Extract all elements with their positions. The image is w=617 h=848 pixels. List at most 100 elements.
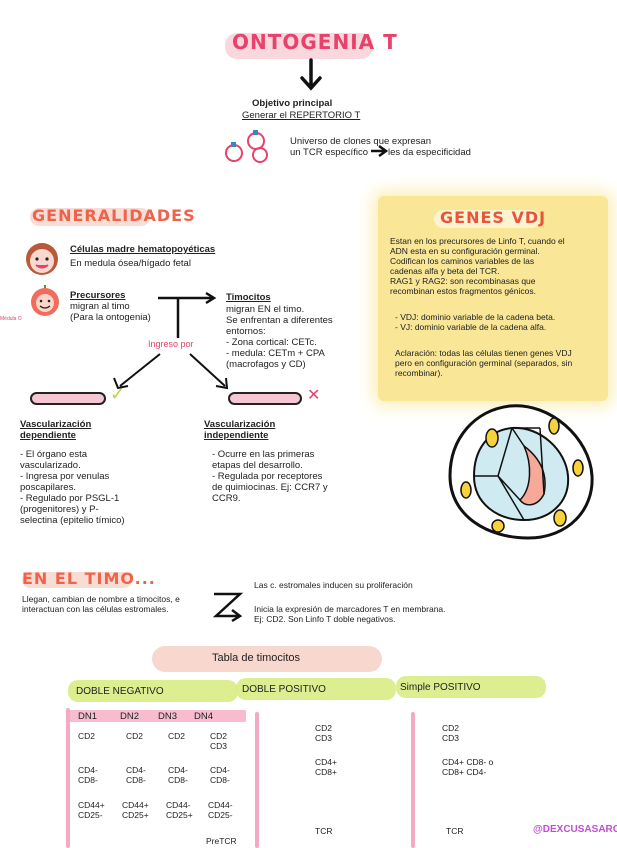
- dn-cell: CD44+: [122, 800, 149, 810]
- dp-cell: CD8+: [315, 767, 337, 777]
- dn-left-bar: [66, 708, 70, 848]
- branch-arrows: [113, 353, 229, 390]
- col-dn: DOBLE NEGATIVO: [76, 686, 164, 697]
- universe-line-2: un TCR específico: [290, 147, 368, 158]
- dn-header: DN4: [194, 711, 214, 722]
- table-title-highlight: [152, 646, 382, 672]
- genes-bullet: - VDJ: dominio variable de la cadena bet…: [395, 312, 556, 322]
- universe-line-1: Universo de clones que expresan: [290, 136, 432, 147]
- dn-cell: CD4-: [78, 765, 98, 775]
- sp-left-bar: [411, 712, 415, 848]
- dn-cell: CD4-: [126, 765, 146, 775]
- genes-note: Aclaración: todas las células tienen gen…: [395, 348, 572, 358]
- page-title: ONTOGENIA T: [232, 30, 398, 54]
- timo-right-3: Ej: CD2. Son Linfo T doble negativos.: [254, 614, 396, 624]
- dn-cell: CD8-: [168, 775, 188, 785]
- dn-cell: CD2: [168, 731, 186, 741]
- thymus-lobule-illustration: [448, 404, 594, 540]
- col-sp: Simple POSITIVO: [400, 682, 481, 693]
- stem-cell-face-icon: [26, 243, 58, 275]
- en-el-timo-title: EN EL TIMO...: [22, 569, 156, 588]
- dp-cell: CD3: [315, 733, 333, 743]
- timocitos-line: (macrofagos y CD): [226, 359, 306, 370]
- timocitos-line: - Zona cortical: CETc.: [226, 337, 317, 348]
- dn-cell: CD25+: [166, 810, 193, 820]
- vessel-dependent-pill: [30, 392, 106, 405]
- sp-cell: CD8+ CD4-: [442, 767, 487, 777]
- dn-cell: CD25+: [122, 810, 149, 820]
- precursores-line-2: (Para la ontogenia): [70, 312, 151, 323]
- genes-note: pero en configuración germinal (separado…: [395, 358, 573, 368]
- precursores-line-1: migran al timo: [70, 301, 130, 312]
- dn-header: DN3: [158, 711, 178, 722]
- genes-note: recombinar).: [395, 368, 443, 378]
- vasc-dep-line: - Regulado por PSGL-1: [20, 493, 120, 504]
- genes-vdj-card: [378, 196, 608, 401]
- genes-line: Codifican los caminos variables de las: [390, 256, 535, 266]
- pretcr-label: PreTCR: [206, 836, 237, 846]
- title-highlight: [225, 33, 373, 59]
- sp-cell: CD3: [442, 733, 460, 743]
- migration-arrow-diagram: [158, 291, 217, 338]
- check-icon: ✓: [110, 384, 126, 404]
- timocitos-line: Se enfrentan a diferentes: [226, 315, 333, 326]
- vasc-dep-title-1: Vascularización: [20, 419, 92, 430]
- timocitos-title: Timocitos: [226, 292, 271, 303]
- dn-cell: CD3: [210, 741, 228, 751]
- dn-cell: CD2: [210, 731, 228, 741]
- vasc-dep-line: - Ingresa por venulas: [20, 471, 110, 482]
- timocitos-line: entornos:: [226, 326, 266, 337]
- genes-line: cadenas alfa y beta del TCR.: [390, 266, 500, 276]
- vasc-dep-line: poscapilares.: [20, 482, 76, 493]
- timo-left-line: Llegan, cambian de nombre a timocitos, e: [22, 594, 180, 604]
- timo-left-line: interactuan con las células estromales.: [22, 604, 169, 614]
- genes-line: RAG1 y RAG2: son recombinasas que: [390, 276, 536, 286]
- objective-text: Generar el REPERTORIO T: [242, 110, 361, 121]
- generalidades-title: GENERALIDADES: [32, 206, 196, 225]
- dp-cell: TCR: [315, 826, 333, 836]
- vessel-independent-pill: [228, 392, 302, 405]
- dn-cell: CD2: [126, 731, 144, 741]
- genes-line: ADN esta en su configuración germinal.: [390, 246, 540, 256]
- dn-cell: CD8-: [78, 775, 98, 785]
- dp-cell: CD4+: [315, 757, 337, 767]
- genes-line: Estan en los precursores de Linfo T, cua…: [390, 236, 565, 246]
- vasc-dep-line: (progenitores) y P-: [20, 504, 99, 515]
- dn-cell: CD8-: [126, 775, 146, 785]
- side-tag: Médula O: [0, 316, 22, 322]
- stem-text: En medula ósea/hígado fetal: [70, 258, 191, 269]
- dn-cell: CD25-: [208, 810, 233, 820]
- precursores-title: Precursores: [70, 290, 126, 301]
- vasc-indep-line: - Ocurre en las primeras: [212, 449, 315, 460]
- dn-cell: CD44-: [166, 800, 191, 810]
- table-title: Tabla de timocitos: [212, 652, 301, 664]
- timo-right-2: Inicia la expresión de marcadores T en m…: [254, 604, 446, 614]
- dn-cell: CD25-: [78, 810, 103, 820]
- vasc-dep-line: - El órgano esta: [20, 449, 88, 460]
- vasc-indep-title-2: independiente: [204, 430, 269, 441]
- ingreso-label: Ingreso por: [148, 339, 194, 349]
- timo-right-1: Las c. estromales inducen su proliferaci…: [254, 580, 413, 590]
- vasc-indep-line: - Regulada por receptores: [212, 471, 323, 482]
- col-dp: DOBLE POSITIVO: [242, 684, 326, 695]
- section-highlight: [30, 208, 150, 226]
- vasc-dep-line: vascularizado.: [20, 460, 81, 471]
- genes-vdj-title: GENES VDJ: [440, 208, 547, 227]
- dn-cell: CD8-: [210, 775, 230, 785]
- sp-cell: CD4+ CD8- o: [442, 757, 494, 767]
- objective-label: Objetivo principal: [252, 98, 333, 109]
- clone-cells-icon: [225, 130, 268, 163]
- dn-header: DN2: [120, 711, 140, 722]
- genes-bullet: - VJ: dominio variable de la cadena alfa…: [395, 322, 547, 332]
- genes-title-highlight: [434, 210, 540, 228]
- dn-cell: CD4-: [168, 765, 188, 775]
- vasc-dep-line: selectina (epitelio tímico): [20, 515, 125, 526]
- down-arrow-icon: [300, 58, 322, 91]
- dn-cell: CD44-: [208, 800, 233, 810]
- vasc-indep-title-1: Vascularización: [204, 419, 276, 430]
- right-arrow-icon: [371, 145, 388, 157]
- precursor-face-icon: [31, 285, 59, 316]
- sp-cell: TCR: [446, 826, 464, 836]
- dn-cell: CD2: [78, 731, 96, 741]
- dn-cell: CD4-: [210, 765, 230, 775]
